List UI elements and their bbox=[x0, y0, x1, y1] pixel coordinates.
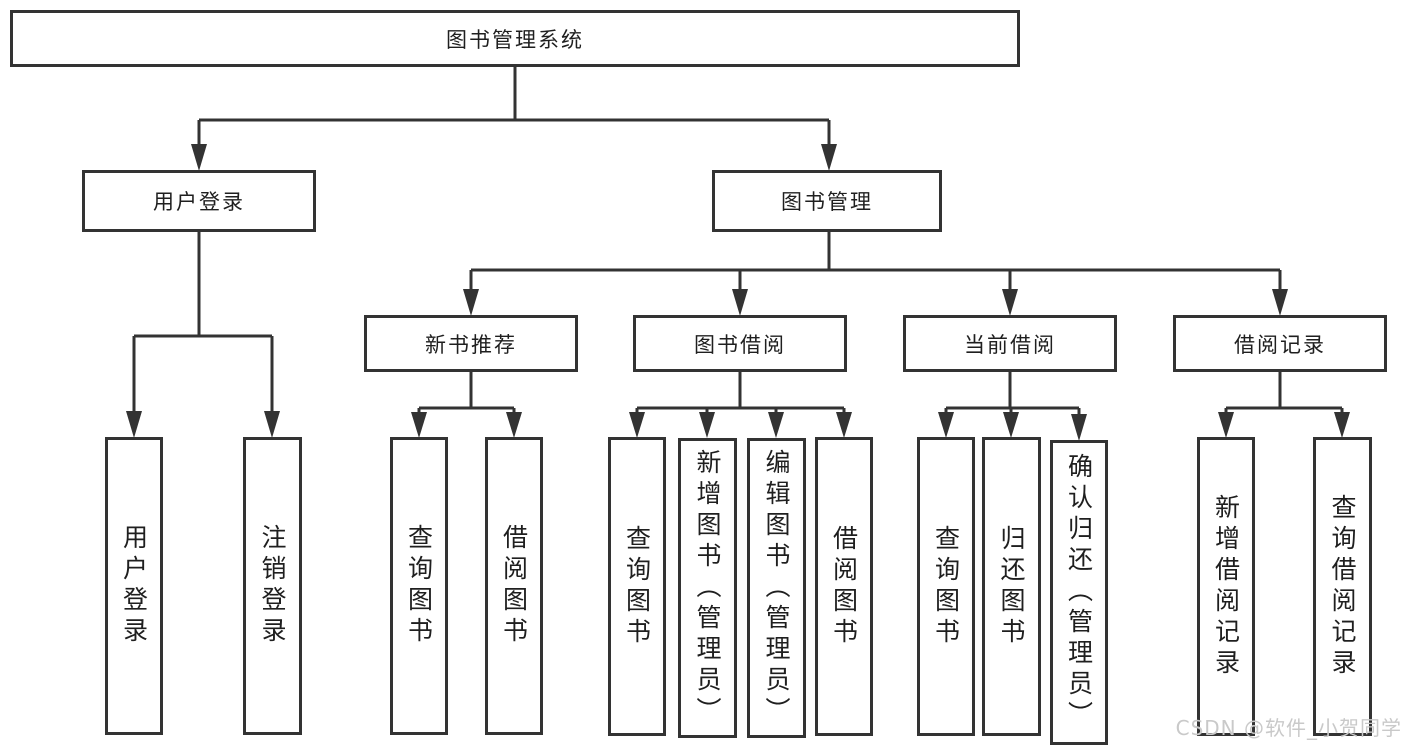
leaf-label: 查询图书 bbox=[404, 524, 434, 648]
node-user-login-branch: 用户登录 bbox=[82, 170, 316, 232]
leaf-user-login: 用户登录 bbox=[105, 437, 163, 735]
leaf-borrow-books-recommend: 借阅图书 bbox=[485, 437, 543, 735]
leaf-borrow-books-borrowing: 借阅图书 bbox=[815, 437, 873, 736]
node-borrowing-records: 借阅记录 bbox=[1173, 315, 1387, 372]
leaf-query-books-borrowing: 查询图书 bbox=[608, 437, 666, 736]
leaf-edit-book-admin: 编辑图书（管理员） bbox=[747, 438, 806, 738]
leaf-logout: 注销登录 bbox=[243, 437, 302, 735]
leaf-label: 新增借阅记录 bbox=[1211, 493, 1241, 680]
csdn-watermark: CSDN @软件_小贺同学 bbox=[1175, 716, 1402, 740]
node-current-borrowing: 当前借阅 bbox=[903, 315, 1117, 372]
leaf-label: 查询图书 bbox=[622, 524, 652, 649]
leaf-add-borrow-record: 新增借阅记录 bbox=[1197, 437, 1255, 736]
leaf-query-books-current: 查询图书 bbox=[917, 437, 975, 736]
leaf-return-book: 归还图书 bbox=[982, 437, 1041, 736]
leaf-label: 编辑图书（管理员） bbox=[762, 448, 791, 728]
leaf-label: 注销登录 bbox=[258, 524, 287, 648]
leaf-query-borrow-record: 查询借阅记录 bbox=[1313, 437, 1372, 736]
leaf-label: 归还图书 bbox=[997, 524, 1026, 649]
node-library-management-system: 图书管理系统 bbox=[10, 10, 1020, 67]
leaf-label: 借阅图书 bbox=[829, 524, 859, 649]
node-book-management-branch: 图书管理 bbox=[712, 170, 942, 232]
leaf-label: 确认归还（管理员） bbox=[1064, 453, 1094, 732]
leaf-label: 新增图书（管理员） bbox=[693, 448, 722, 728]
node-new-book-recommendation: 新书推荐 bbox=[364, 315, 578, 372]
leaf-label: 查询图书 bbox=[931, 524, 961, 649]
leaf-add-book-admin: 新增图书（管理员） bbox=[678, 438, 737, 738]
leaf-confirm-return-admin: 确认归还（管理员） bbox=[1050, 440, 1108, 745]
leaf-query-books-recommend: 查询图书 bbox=[390, 437, 448, 735]
leaf-label: 借阅图书 bbox=[499, 524, 529, 648]
leaf-label: 用户登录 bbox=[119, 524, 149, 648]
node-book-borrowing: 图书借阅 bbox=[633, 315, 847, 372]
leaf-label: 查询借阅记录 bbox=[1328, 493, 1357, 680]
